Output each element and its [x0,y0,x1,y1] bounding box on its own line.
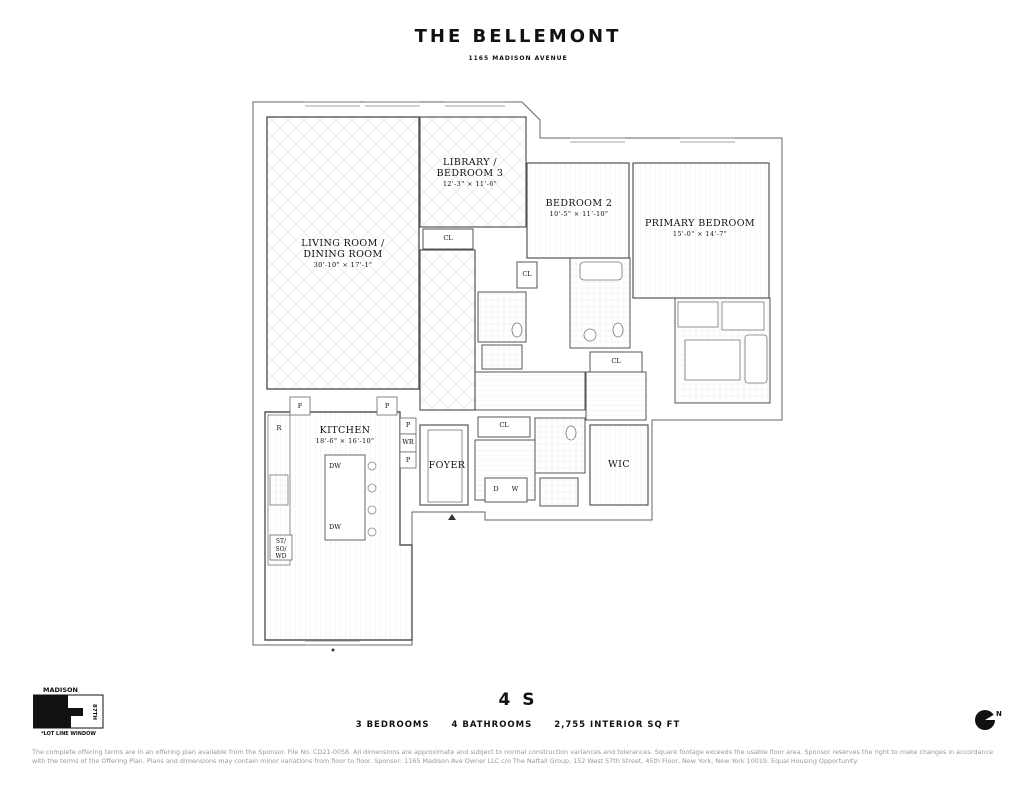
freezer-label: F [297,402,303,410]
north-compass: N [974,708,1004,732]
hallway-floor [474,371,586,411]
dryer-label: D [493,485,499,493]
pantry-label-3: P [405,456,411,464]
kitchen-island [324,454,366,541]
wic-label: WIC [608,459,630,470]
library-name-line-2: BEDROOM 3 [436,168,504,179]
closet-label-bath: CL [522,270,532,278]
bedroom-2-dims: 10'-5" × 11'-10" [549,210,609,218]
gallery-floor [419,249,476,411]
unit-stats: 3 BEDROOMS 4 BATHROOMS 2,755 INTERIOR SQ… [0,720,1036,730]
key-plan-street-madison: MADISON [43,686,78,694]
closet-label-hall: CL [499,421,509,429]
foyer-label: FOYER [428,460,466,471]
bedroom-2-label: BEDROOM 2 10'-5" × 11'-10" [535,198,623,220]
library-label: LIBRARY / BEDROOM 3 12'-3" × 11'-6" [420,157,520,190]
living-name-line-1: LIVING ROOM / [301,238,385,249]
living-room-floor [266,116,420,390]
unit-area: 2,755 INTERIOR SQ FT [554,720,681,730]
building-address: 1165 MADISON AVENUE [468,55,568,62]
bath-4 [534,417,586,474]
unit-name: 4 S [498,690,538,710]
primary-bedroom-dims: 15'-0" × 14'-7" [672,230,728,238]
unit-bedrooms: 3 BEDROOMS [355,720,430,730]
legal-disclaimer: The complete offering terms are in an of… [32,748,994,765]
wine-refrigerator-label: WR [402,438,414,446]
living-dims: 30'-10" × 17'-1" [313,261,373,269]
bedroom-2-name: BEDROOM 2 [545,198,613,209]
stove-label-1: ST/ [275,538,287,545]
library-dims: 12'-3" × 11'-6" [442,180,498,188]
closet-label-primary: CL [611,357,621,365]
key-plan: MADISON 87TH *LOT LINE WINDOW [33,686,123,741]
key-plan-note: *LOT LINE WINDOW [41,731,96,737]
closet-label-library: CL [443,234,453,242]
pantry-label-2: P [405,421,411,429]
refrigerator-label: R [276,424,282,432]
primary-bedroom-label: PRIMARY BEDROOM 15'-0" × 14'-7" [640,218,760,240]
building-title: THE BELLEMONT [414,26,622,47]
living-name-line-2: DINING ROOM [303,249,383,260]
washer-label: W [511,485,519,493]
stove-label-2: SO/ [275,545,287,553]
kitchen-dims: 18'-6" × 16'-10" [315,437,375,445]
living-room-label: LIVING ROOM / DINING ROOM 30'-10" × 17'-… [280,238,406,271]
pantry-label-1: P [384,402,390,410]
hallway-2-floor [585,371,647,421]
key-plan-diagram [33,694,104,729]
primary-bedroom-floor [632,162,770,299]
library-name-line-1: LIBRARY / [442,157,497,168]
kitchen-name: KITCHEN [319,425,371,436]
dishwasher-label-2: DW [329,523,341,531]
compass-label: N [996,710,1002,718]
library-floor [419,116,527,228]
kitchen-label: KITCHEN 18'-6" × 16'-10" [305,425,385,447]
stove-label-3: WD [275,553,287,560]
bedroom-2-floor [526,162,630,259]
primary-bedroom-name: PRIMARY BEDROOM [644,218,756,229]
dishwasher-label-1: DW [329,462,341,470]
unit-bathrooms: 4 BATHROOMS [451,720,533,730]
compass-icon [975,710,995,730]
stove-label: ST/ SO/ WD [270,538,292,561]
wic-floor [589,424,649,506]
